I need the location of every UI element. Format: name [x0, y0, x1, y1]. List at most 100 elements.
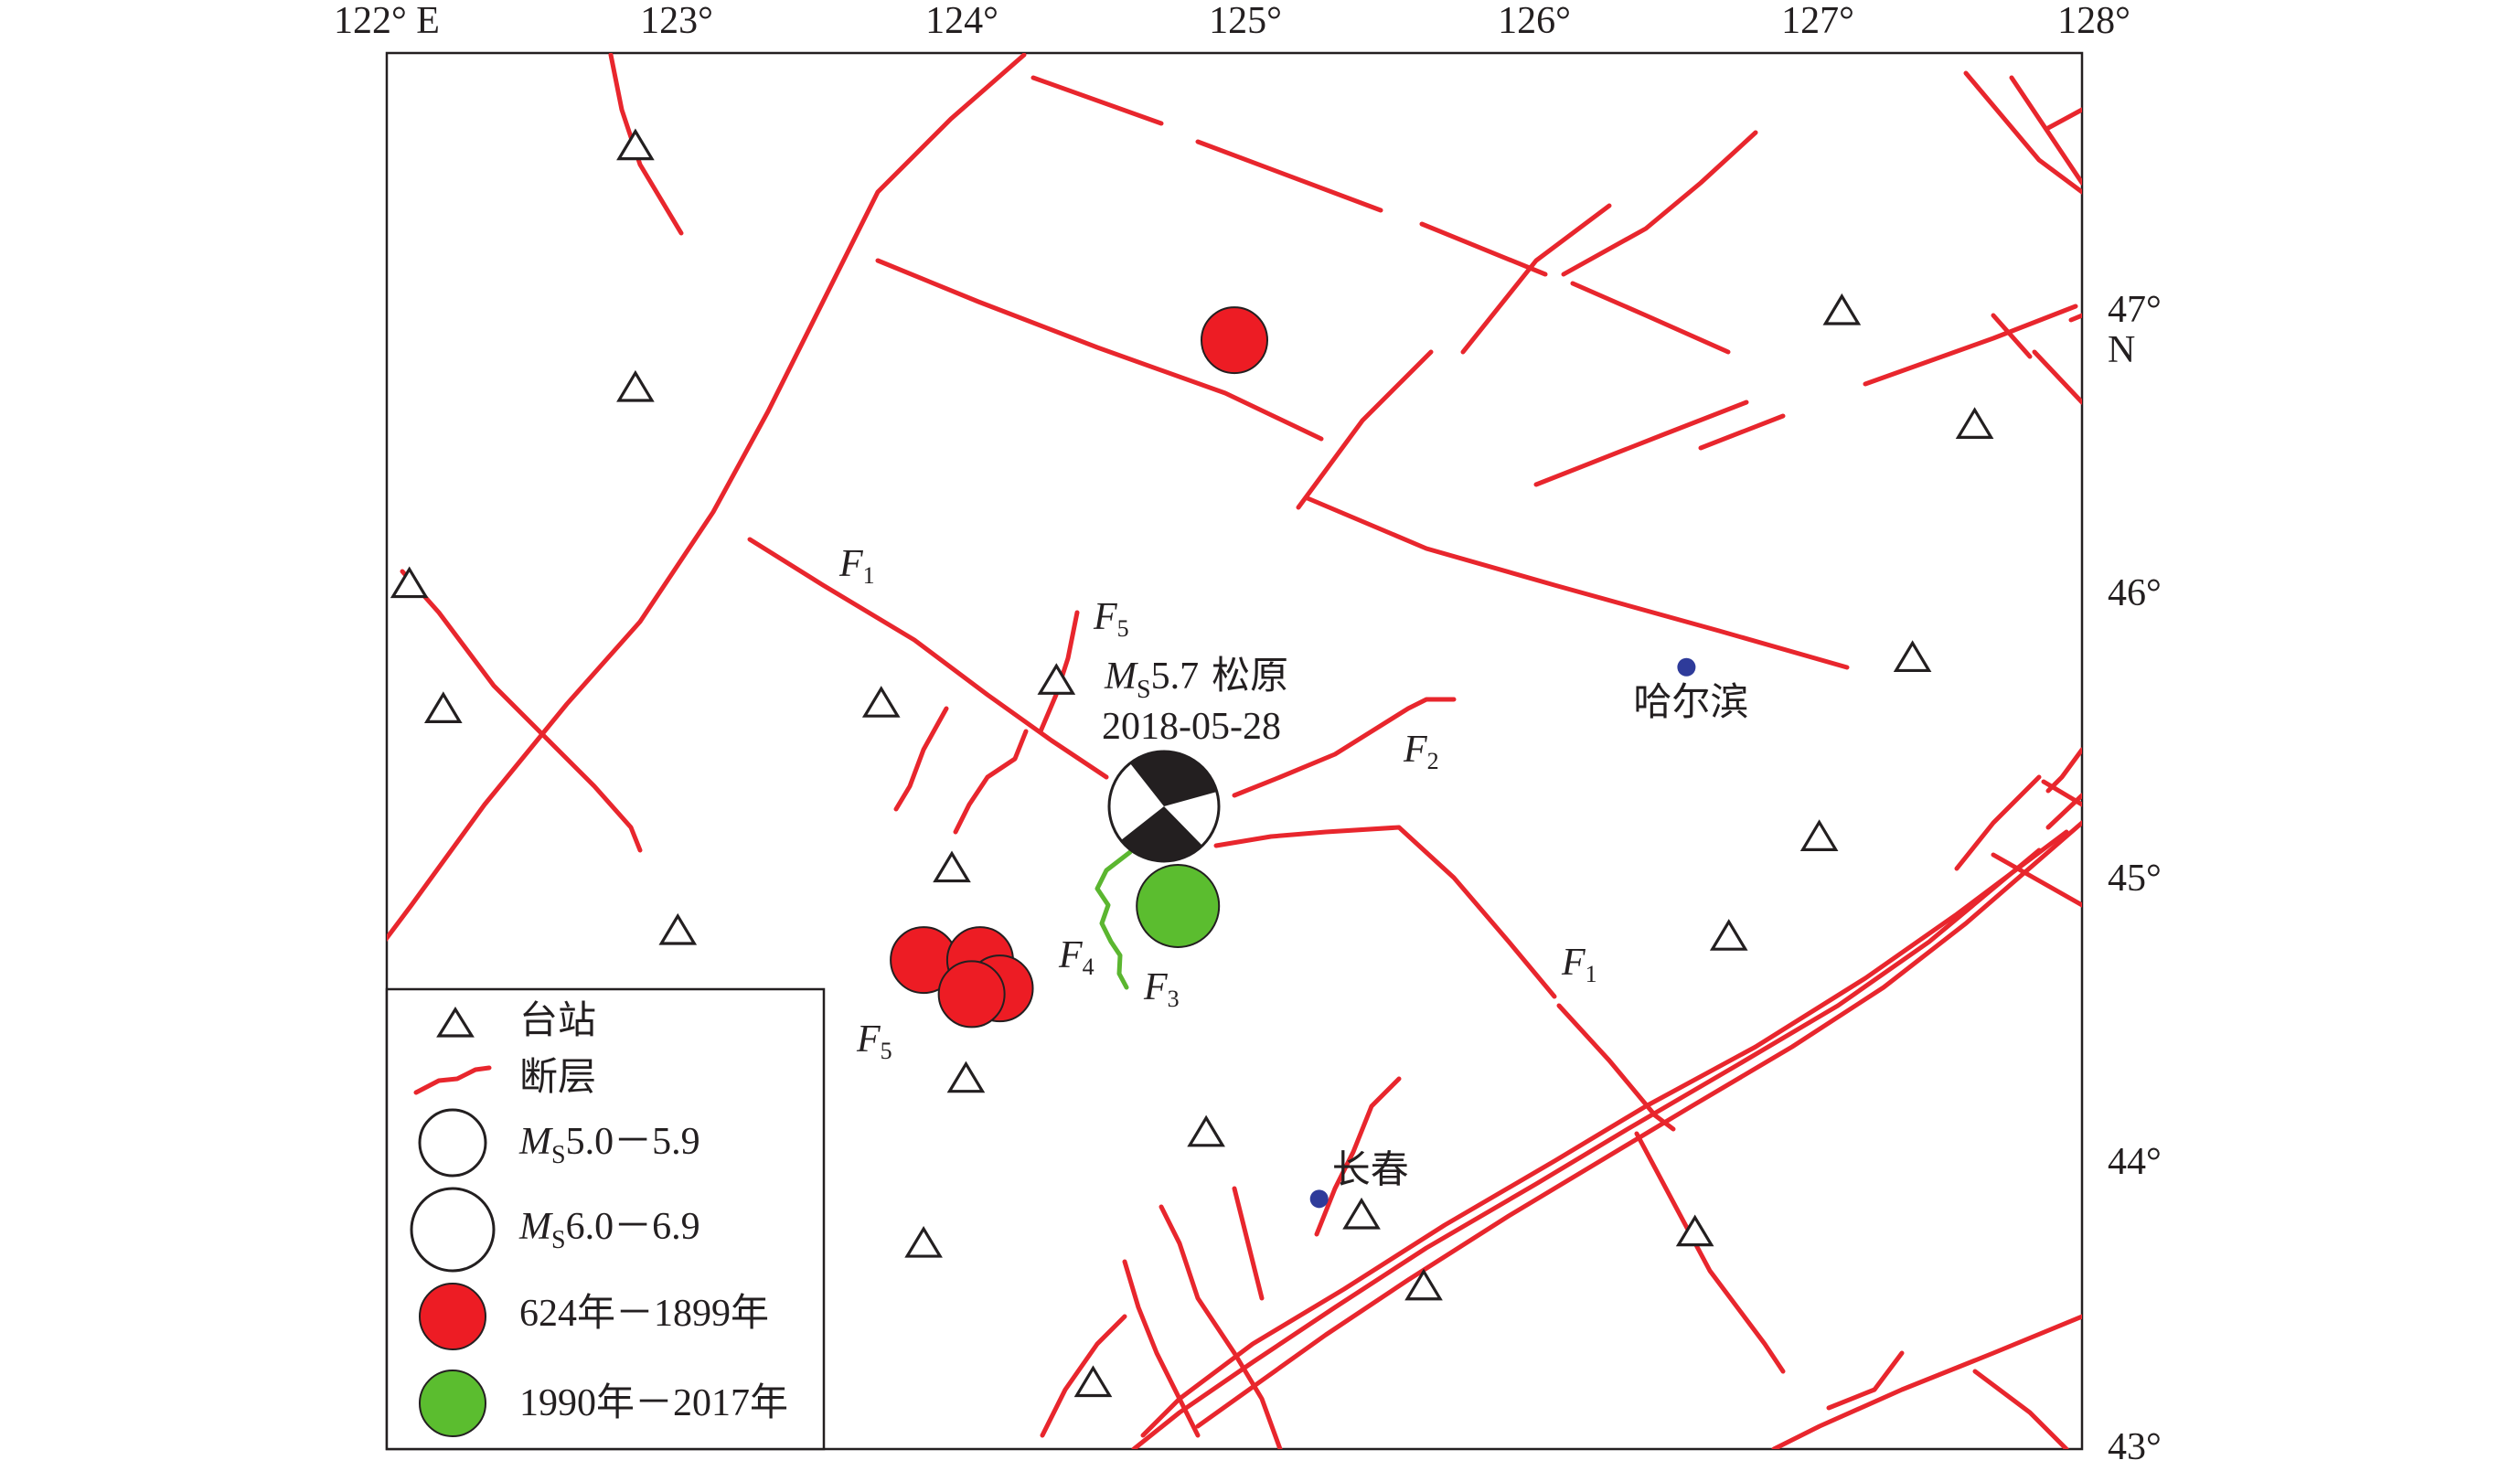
fault-line [1698, 413, 1786, 451]
fault-line [2045, 747, 2082, 794]
fault-label-f5: F5 [856, 1018, 892, 1064]
fault-line [2068, 313, 2082, 323]
fault-label-f4: F4 [1058, 934, 1094, 980]
fault-line [1972, 1369, 2069, 1449]
fault-line [1570, 281, 1731, 355]
lon-tick-label: 124° [925, 0, 998, 42]
seismic-station-marker [1037, 663, 1076, 695]
fault-line [2032, 349, 2082, 405]
legend-fault-icon [413, 1065, 492, 1095]
fault-line [1232, 1186, 1265, 1301]
seismic-station-marker [1709, 919, 1748, 951]
beachball-quadrant [1130, 751, 1217, 806]
fault-f3-line [1094, 849, 1133, 990]
fault-line [1533, 400, 1749, 487]
lon-tick-label: 122° E [334, 0, 440, 42]
event-date: 2018-05-28 [1102, 706, 1281, 748]
city-dot [1309, 1189, 1329, 1209]
fault-line [2041, 779, 2082, 807]
lat-suffix-label: N [2108, 329, 2135, 371]
seismic-station-marker [904, 1225, 943, 1258]
fault-label-f3: F3 [1143, 966, 1180, 1012]
lat-tick-label: 45° [2108, 858, 2162, 900]
fault-line [1140, 829, 2069, 1438]
seismic-station-marker [1822, 293, 1862, 325]
fault-line [893, 706, 949, 812]
historic-earthquake-marker [1201, 306, 1268, 375]
fault-line [1314, 1076, 1402, 1237]
seismic-station-marker [616, 369, 655, 402]
fault-line [1305, 496, 1850, 670]
beachball-quadrant [1121, 806, 1202, 861]
station-markers [390, 128, 1994, 1398]
fault-line [608, 53, 684, 236]
legend-modern-icon [419, 1370, 486, 1437]
fault-label-f1: F1 [838, 543, 875, 589]
fault-line [953, 729, 1029, 835]
legend-m5-label: MS5.0－5.9 [518, 1121, 700, 1169]
city-label: 哈尔滨 [1633, 682, 1748, 724]
legend-station-icon [436, 1006, 475, 1038]
fault-line [400, 569, 643, 853]
legend-m6-icon [410, 1187, 496, 1273]
lon-tick-label: 123° [640, 0, 713, 42]
lon-tick-label: 125° [1209, 0, 1282, 42]
fault-label-f5: F5 [1093, 596, 1129, 642]
legend-fault-label: 断层 [519, 1057, 596, 1099]
fault-line [1991, 852, 2082, 908]
seismic-station-marker [1799, 819, 1839, 851]
fault-line [387, 53, 1027, 943]
seismic-station-marker [1404, 1268, 1443, 1301]
fault-line [1232, 697, 1457, 798]
legend: 台站 断层 MS5.0－5.9 MS6.0－6.9 624年－1899年 199… [385, 987, 826, 1451]
seismic-station-marker [1342, 1197, 1381, 1230]
lat-tick-label: 46° [2108, 572, 2162, 614]
modern-quake-markers [1136, 863, 1221, 948]
legend-m5-icon [418, 1108, 487, 1178]
fault-line [1213, 825, 1557, 999]
legend-historic-label: 624年－1899年 [519, 1292, 769, 1335]
fault-labels: F1 F5 F2 F4 F3 F1 F5 [838, 543, 1597, 1064]
fault-line [1963, 70, 2082, 195]
historic-earthquake-marker [937, 960, 1006, 1029]
seismic-station-marker [1073, 1365, 1113, 1398]
fault-line [1991, 313, 2033, 359]
seismic-station-marker [861, 686, 901, 718]
lon-tick-label: 127° [1781, 0, 1854, 42]
city-dot [1677, 657, 1696, 677]
fault-line [1296, 349, 1434, 510]
longitude-axis: 122° E 123° 124° 125° 126° 127° 128° [334, 0, 2130, 42]
fault-line [1030, 75, 1164, 126]
fault-line [1826, 1350, 1905, 1411]
fault-line [1460, 203, 1612, 355]
focal-mechanism-beachball [1107, 750, 1221, 863]
seismic-station-marker [658, 912, 698, 945]
city-label: 长春 [1332, 1149, 1409, 1191]
fault-line [1131, 847, 2042, 1449]
legend-m6-label: MS6.0－6.9 [518, 1206, 700, 1254]
seismic-station-marker [1675, 1214, 1714, 1247]
fault-line [2045, 107, 2082, 131]
seismic-station-marker [1955, 407, 1994, 439]
fault-line [1122, 1259, 1201, 1438]
fault-line [1863, 304, 2078, 387]
seismic-station-marker [946, 1061, 986, 1093]
legend-modern-label: 1990年－2017年 [519, 1381, 788, 1424]
historic-quake-markers [890, 306, 1268, 1029]
fault-label-f1: F1 [1561, 942, 1597, 987]
lat-tick-label: 43° [2108, 1426, 2162, 1466]
fault-line [2009, 75, 2082, 186]
fault-label-f2: F2 [1403, 729, 1439, 774]
latitude-axis: 47° N 46° 45° 44° 43° [2108, 289, 2162, 1468]
lat-tick-label: 44° [2108, 1141, 2162, 1183]
lon-tick-label: 128° [2057, 0, 2130, 42]
fault-line [1771, 1314, 2082, 1449]
fault-line [1634, 1131, 1786, 1374]
fault-line [1040, 1314, 1127, 1438]
modern-earthquake-marker [1136, 863, 1221, 948]
legend-station-label: 台站 [519, 1000, 596, 1042]
